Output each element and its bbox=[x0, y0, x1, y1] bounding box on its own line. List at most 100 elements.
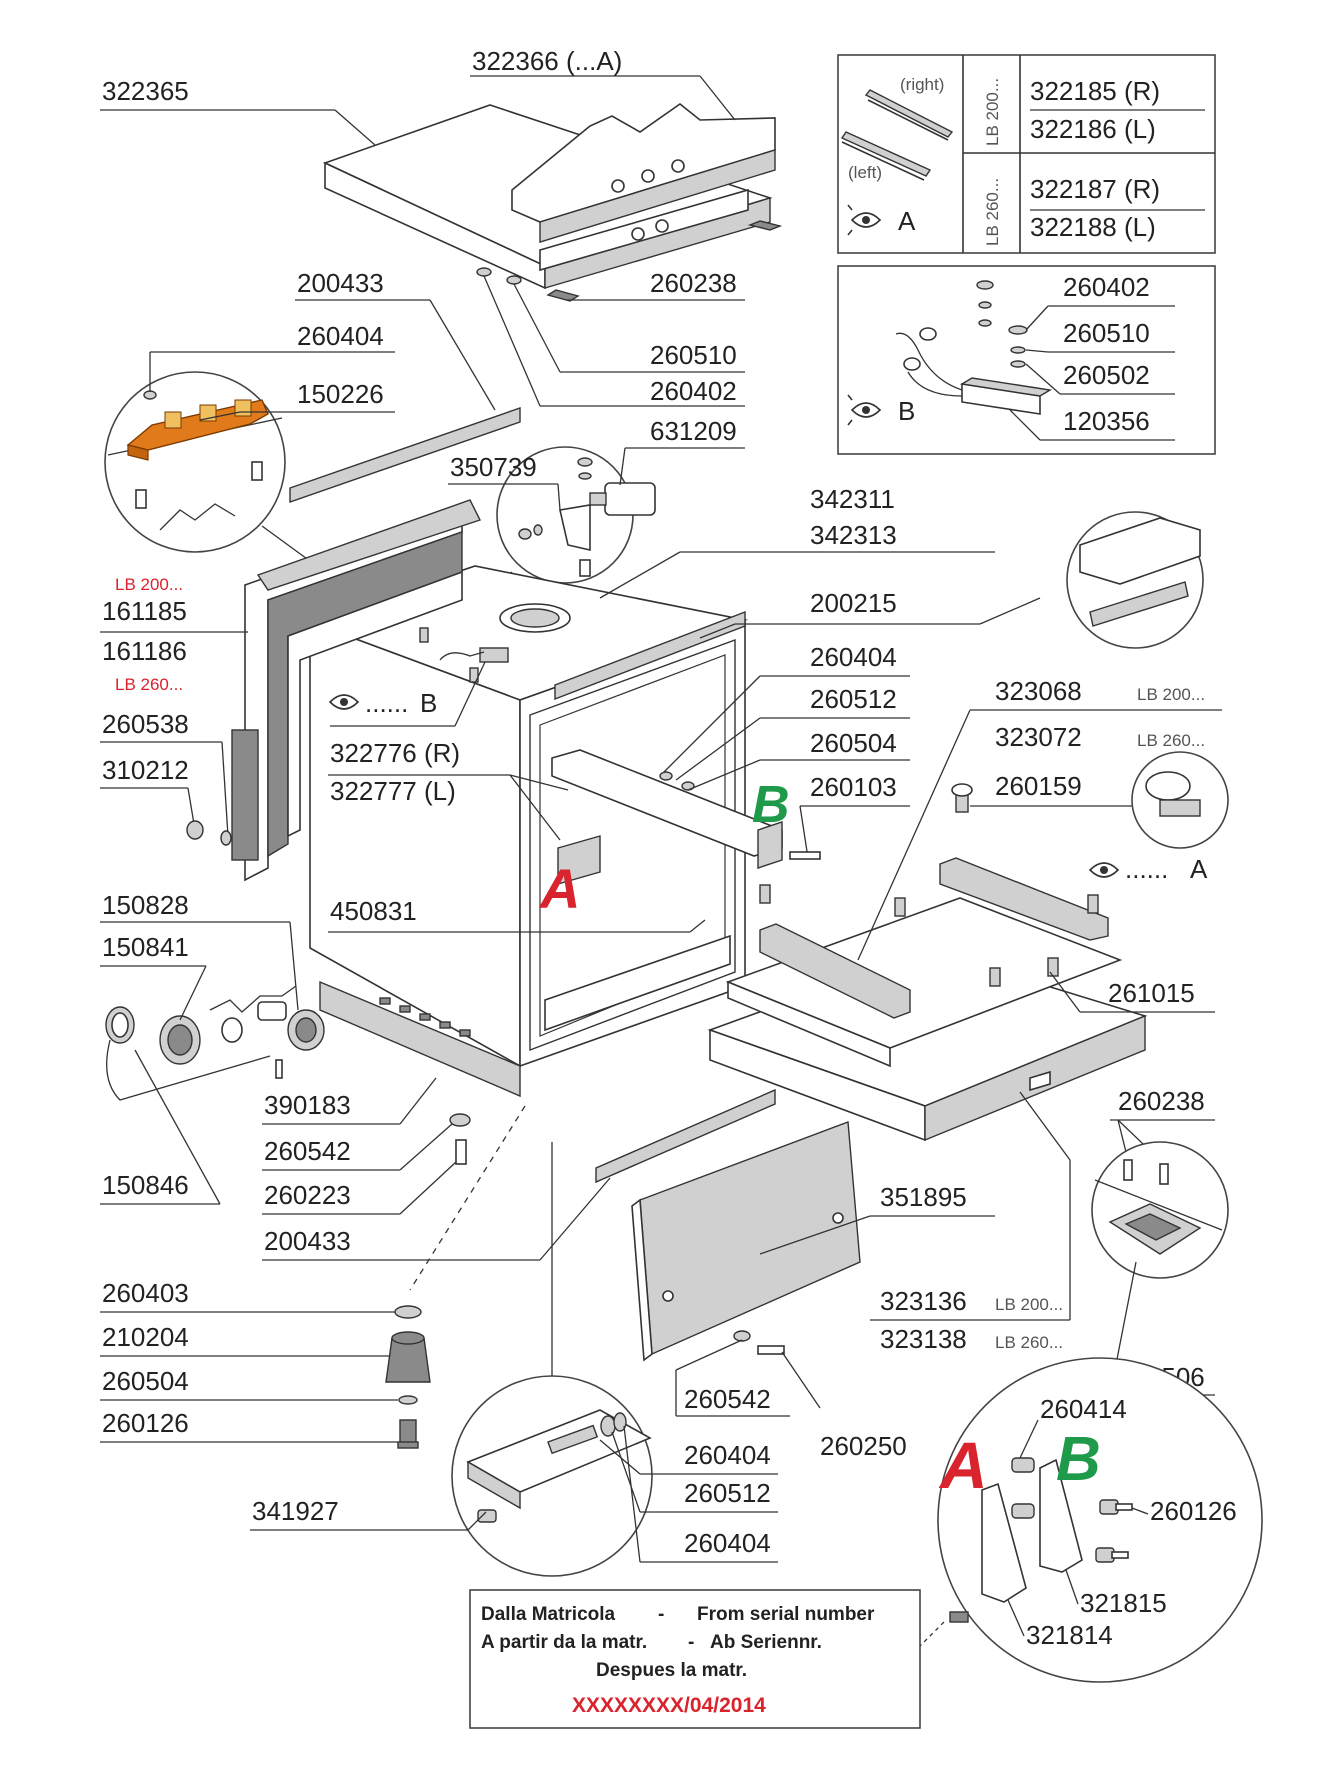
label-260512-m: 260512 bbox=[810, 684, 897, 714]
label-260250: 260250 bbox=[820, 1431, 907, 1461]
label-260504-m: 260504 bbox=[810, 728, 897, 758]
label-260126-b: 260126 bbox=[102, 1408, 189, 1438]
rails-part-2: 322186 (L) bbox=[1030, 114, 1156, 144]
washer-icon bbox=[186, 820, 232, 846]
lb260-tag-left: LB 260... bbox=[115, 675, 183, 694]
label-260538: 260538 bbox=[102, 709, 189, 739]
bolt-icon bbox=[789, 851, 821, 860]
label-260404-m: 260404 bbox=[810, 642, 897, 672]
detail-circle-motor bbox=[496, 446, 656, 584]
serial-line1-left: Dalla Matricola bbox=[481, 1604, 616, 1625]
bracket-322776-part bbox=[551, 749, 783, 885]
gasket-strip-bottom-part bbox=[595, 1088, 776, 1184]
switch-part-4: 120356 bbox=[1063, 406, 1150, 436]
label-150828: 150828 bbox=[102, 890, 189, 920]
label-342313: 342313 bbox=[810, 520, 897, 550]
label-260504-b: 260504 bbox=[102, 1366, 189, 1396]
label-260159: 260159 bbox=[995, 771, 1082, 801]
label-260402-a: 260402 bbox=[650, 376, 737, 406]
label-261015: 261015 bbox=[1108, 978, 1195, 1008]
detail-circle-brackets bbox=[937, 1357, 1263, 1683]
switch-part-2: 260510 bbox=[1063, 318, 1150, 348]
rails-view-letter: A bbox=[898, 206, 916, 236]
label-322776: 322776 (R) bbox=[330, 738, 460, 768]
label-351895: 351895 bbox=[880, 1182, 967, 1212]
label-322365: 322365 bbox=[102, 76, 189, 106]
door-panel-part bbox=[231, 499, 481, 882]
eye-icon bbox=[847, 204, 882, 236]
serial-line1-right: From serial number bbox=[697, 1604, 875, 1625]
label-323138: 323138 bbox=[880, 1324, 967, 1354]
inset-rails-box: (right) (left) A LB 200... LB 260... 322… bbox=[837, 54, 1216, 254]
gasket-strip-200215-part bbox=[554, 610, 746, 701]
serial-line1-sep: - bbox=[658, 1604, 664, 1625]
detail-circle-gasket-right bbox=[1066, 511, 1204, 649]
label-321814: 321814 bbox=[1026, 1620, 1113, 1650]
label-260103: 260103 bbox=[810, 772, 897, 802]
rails-part-1: 322185 (R) bbox=[1030, 76, 1160, 106]
label-260404-top: 260404 bbox=[297, 321, 384, 351]
eye-icon bbox=[328, 694, 360, 710]
eye-icon bbox=[1088, 862, 1120, 878]
lb200-tag-323068: LB 200... bbox=[1137, 685, 1205, 704]
rails-part-3: 322187 (R) bbox=[1030, 174, 1160, 204]
kick-panel-part bbox=[631, 1121, 861, 1362]
lb200-tag-left: LB 200... bbox=[115, 575, 183, 594]
rail-right-tag: (right) bbox=[900, 75, 944, 94]
view-b-left: B bbox=[420, 688, 437, 718]
serial-line2-sep: - bbox=[688, 1632, 694, 1653]
label-150226: 150226 bbox=[297, 379, 384, 409]
label-323072: 323072 bbox=[995, 722, 1082, 752]
serial-line2-left: A partir da la matr. bbox=[481, 1632, 647, 1653]
letter-b-detail: B bbox=[1056, 1425, 1101, 1494]
label-322366: 322366 (...A) bbox=[472, 46, 622, 76]
washer-icon bbox=[449, 1113, 471, 1127]
serial-number: XXXXXXXX/04/2014 bbox=[572, 1694, 766, 1717]
label-260238-r: 260238 bbox=[1118, 1086, 1205, 1116]
label-150846: 150846 bbox=[102, 1170, 189, 1200]
view-a-right-dots: ...... bbox=[1125, 854, 1168, 884]
switch-view-letter: B bbox=[898, 396, 915, 426]
rails-lb260-tag: LB 260... bbox=[983, 178, 1002, 246]
serial-line3: Despues la matr. bbox=[596, 1660, 747, 1681]
label-321815: 321815 bbox=[1080, 1588, 1167, 1618]
lb200-tag-323136: LB 200... bbox=[995, 1295, 1063, 1314]
label-260404-b2: 260404 bbox=[684, 1528, 771, 1558]
label-260403: 260403 bbox=[102, 1278, 189, 1308]
switch-part-3: 260502 bbox=[1063, 360, 1150, 390]
label-322777: 322777 (L) bbox=[330, 776, 456, 806]
rail-right-part bbox=[864, 89, 954, 141]
label-260404-b1: 260404 bbox=[684, 1440, 771, 1470]
label-260126-r: 260126 bbox=[1150, 1496, 1237, 1526]
label-260542-a: 260542 bbox=[264, 1136, 351, 1166]
label-342311: 342311 bbox=[810, 484, 895, 514]
rail-left-part bbox=[840, 131, 932, 181]
label-341927: 341927 bbox=[252, 1496, 339, 1526]
inset-switch-box: B 260402 260510 260502 120356 bbox=[837, 265, 1216, 455]
label-260223: 260223 bbox=[264, 1180, 351, 1210]
label-260542-b: 260542 bbox=[684, 1384, 771, 1414]
detail-circle-terminal bbox=[104, 371, 286, 553]
label-260510-a: 260510 bbox=[650, 340, 737, 370]
label-200215: 200215 bbox=[810, 588, 897, 618]
label-161185: 161185 bbox=[102, 596, 187, 626]
rails-lb200-tag: LB 200... bbox=[983, 78, 1002, 146]
label-161186: 161186 bbox=[102, 636, 187, 666]
letter-a-detail: A bbox=[938, 1428, 988, 1502]
label-260512-b: 260512 bbox=[684, 1478, 771, 1508]
detail-circle-pin bbox=[451, 1375, 653, 1577]
label-200433-b: 200433 bbox=[264, 1226, 351, 1256]
serial-line2-right: Ab Seriennr. bbox=[710, 1632, 822, 1653]
serial-number-box: Dalla Matricola - From serial number A p… bbox=[469, 1589, 921, 1729]
letter-a-center: A bbox=[538, 857, 580, 920]
label-350739: 350739 bbox=[450, 452, 537, 482]
label-450831: 450831 bbox=[330, 896, 417, 926]
detail-circle-hinge bbox=[1091, 1141, 1229, 1279]
eye-icon bbox=[847, 394, 882, 426]
detail-circle-screw bbox=[1131, 751, 1229, 849]
rail-left-tag: (left) bbox=[848, 163, 882, 182]
label-200433-top: 200433 bbox=[297, 268, 384, 298]
switch-part-1: 260402 bbox=[1063, 272, 1150, 302]
